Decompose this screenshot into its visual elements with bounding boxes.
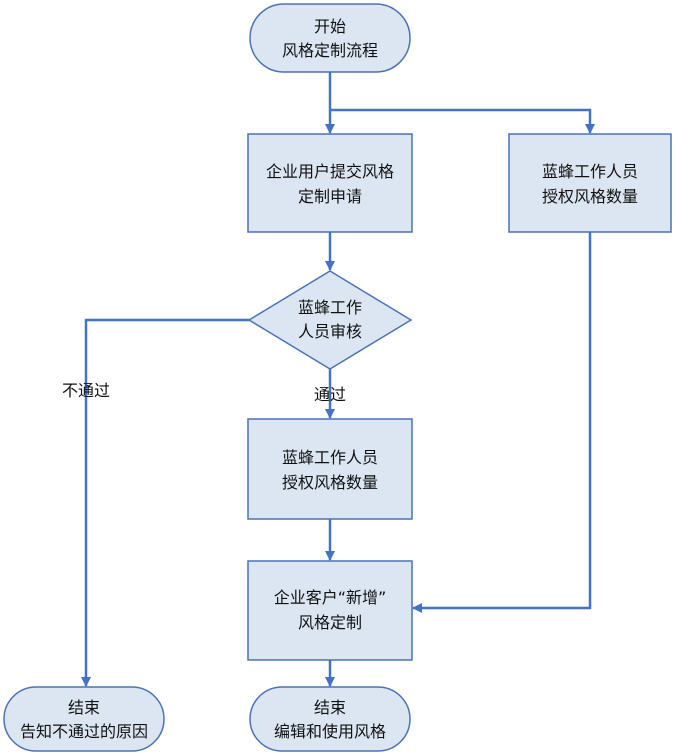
edge-label-pass: 通过 <box>314 385 346 404</box>
node-end-left-line-1: 结束 <box>68 698 100 717</box>
edge-authorize-right-to-customize <box>412 232 592 613</box>
node-start-line-1: 开始 <box>314 17 346 36</box>
edges <box>81 72 595 687</box>
node-end-right-line-2: 编辑和使用风格 <box>274 722 386 741</box>
node-end-left: 结束 告知不通过的原因 <box>3 686 165 752</box>
node-submit-line-1: 企业用户提交风格 <box>266 162 394 181</box>
node-submit: 企业用户提交风格 定制申请 <box>247 133 413 233</box>
node-review-line-1: 蓝蜂工作 <box>298 298 362 317</box>
node-review: 蓝蜂工作 人员审核 <box>247 270 413 370</box>
node-authorize-mid-line-2: 授权风格数量 <box>282 473 378 492</box>
node-end-left-line-2: 告知不通过的原因 <box>20 722 148 741</box>
edge-review-reject-to-end-left <box>81 318 250 687</box>
node-end-right: 结束 编辑和使用风格 <box>249 686 411 752</box>
node-customize: 企业客户“新增” 风格定制 <box>247 560 413 661</box>
node-authorize-right-line-2: 授权风格数量 <box>542 187 638 206</box>
node-authorize-right-line-1: 蓝蜂工作人员 <box>542 162 638 181</box>
node-authorize-right: 蓝蜂工作人员 授权风格数量 <box>508 133 672 233</box>
node-submit-line-2: 定制申请 <box>298 187 362 206</box>
node-customize-line-2: 风格定制 <box>298 613 362 632</box>
node-customize-line-1: 企业客户“新增” <box>274 588 387 607</box>
edge-start-to-authorize-right <box>330 108 595 134</box>
edge-label-reject: 不通过 <box>62 381 110 400</box>
node-start-line-2: 风格定制流程 <box>282 41 378 60</box>
node-review-line-2: 人员审核 <box>298 322 362 341</box>
node-authorize-mid: 蓝蜂工作人员 授权风格数量 <box>247 418 413 520</box>
node-authorize-mid-line-1: 蓝蜂工作人员 <box>282 448 378 467</box>
node-start: 开始 风格定制流程 <box>249 3 411 73</box>
node-end-right-line-1: 结束 <box>314 698 346 717</box>
